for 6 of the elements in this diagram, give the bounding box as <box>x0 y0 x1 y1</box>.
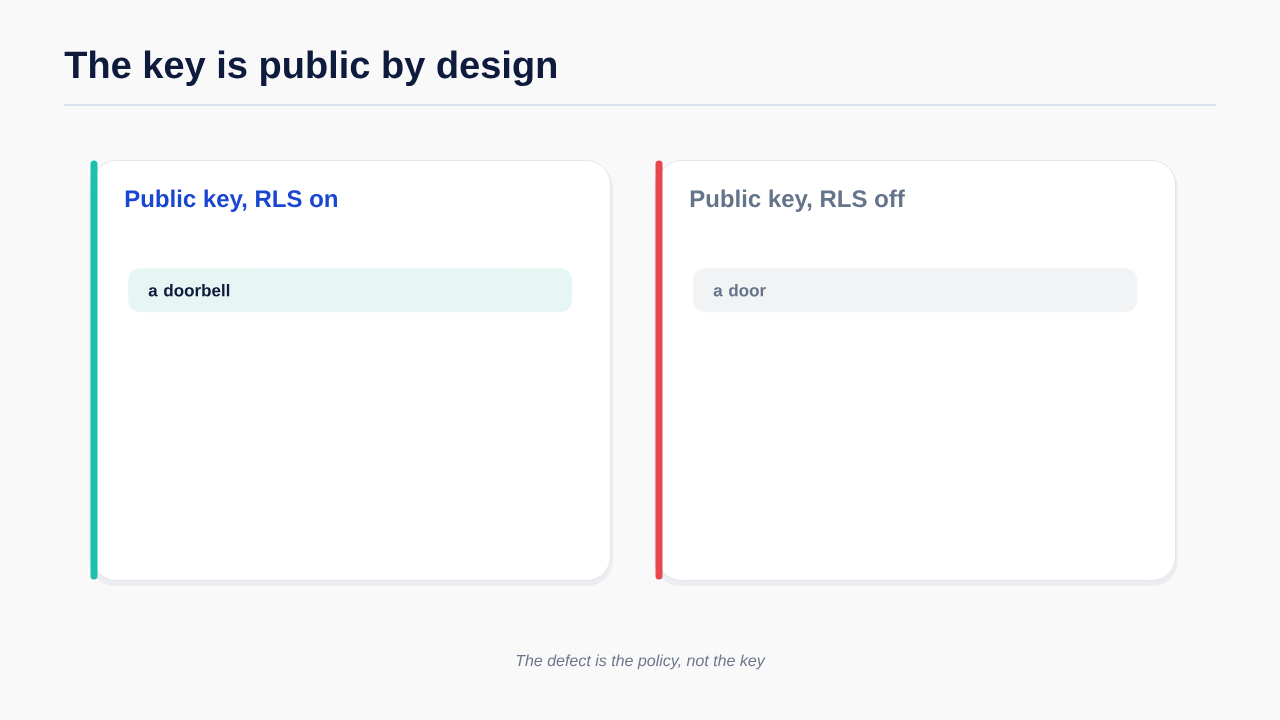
caption: The defect is the policy, not the key <box>516 654 766 670</box>
card-heading: Public key, RLS on <box>125 189 337 212</box>
card-heading: Public key, RLS off <box>690 189 905 212</box>
info-box: a doorbell <box>128 268 573 313</box>
info-box: a door <box>693 268 1138 313</box>
title: The key is public by design <box>64 50 556 87</box>
